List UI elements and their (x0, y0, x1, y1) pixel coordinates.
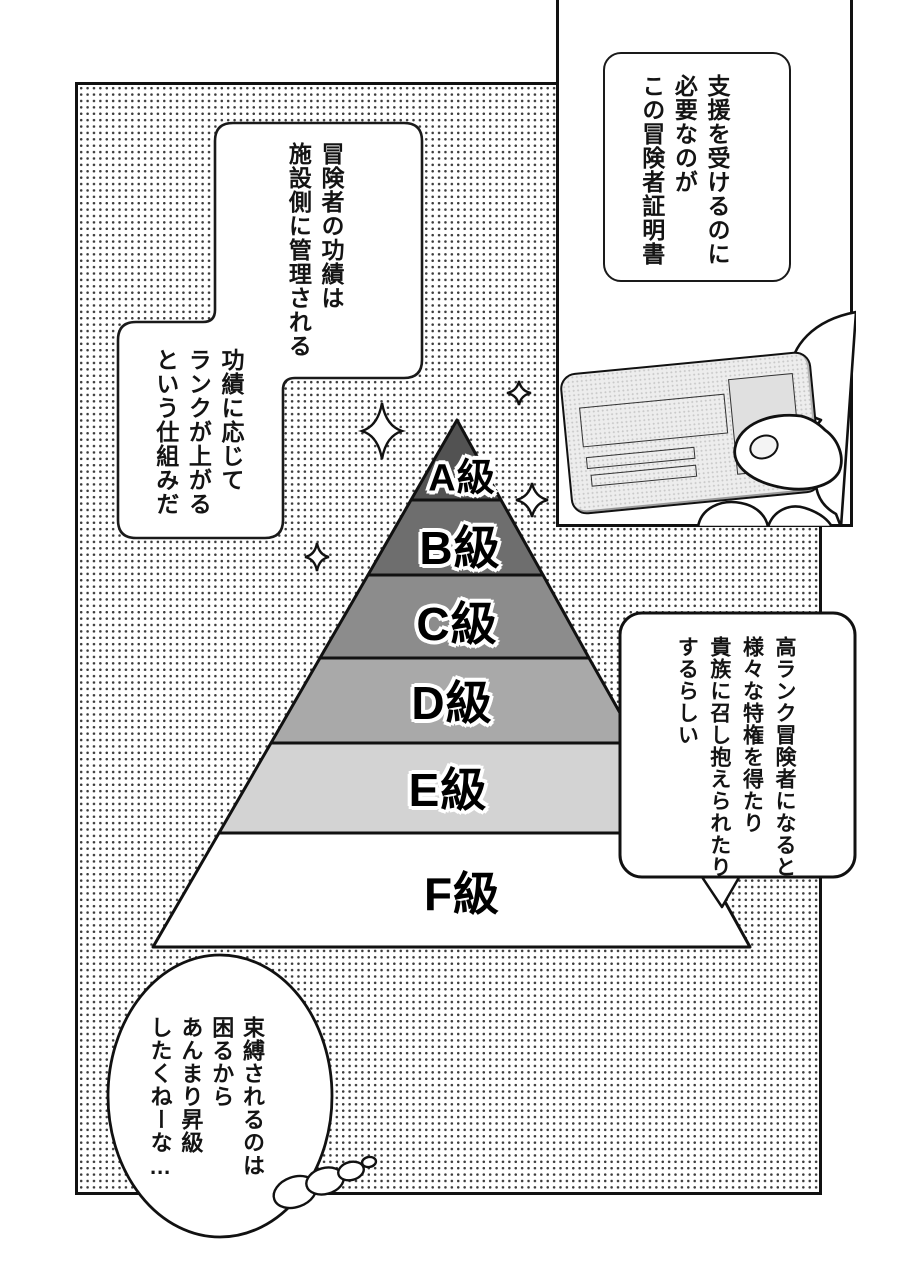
bubble-line: したくねーな… (147, 1016, 173, 1180)
sparkle-icon (515, 482, 549, 518)
speech-bubble-merits-text: 冒険者の功績は 施設側に管理される (231, 142, 347, 367)
sparkle-icon (357, 402, 407, 460)
bubble-line: という仕組みだ (152, 348, 179, 516)
hand-drawing-thumb (733, 413, 843, 491)
speech-bubble-tail (698, 872, 743, 909)
bubble-line: この冒険者証明書 (638, 74, 665, 266)
bubble-line: 冒険者の功績は (318, 142, 344, 310)
bubble-line: 功績に応じて (218, 348, 244, 492)
bubble-line: 必要なのが (671, 74, 698, 194)
bubble-line: ランクが上がる (185, 348, 212, 516)
thought-trail-bubble (337, 1160, 365, 1182)
certificate-panel: 支援を受けるのに 必要なのが この冒険者証明書 (556, 0, 856, 527)
bubble-line: 高ランク冒険者になると (773, 636, 796, 878)
bubble-line: 施設側に管理される (285, 142, 312, 358)
rank-label-e: E級 (408, 764, 488, 816)
thumbnail-nail (749, 434, 779, 460)
bubble-line: するらしい (675, 636, 699, 746)
rank-label-d: D級 (411, 677, 493, 729)
rank-label-f: F級 (423, 868, 501, 920)
rank-label-c: C級 (416, 598, 498, 650)
bubble-line: 困るから (209, 1016, 235, 1108)
bubble-line: 様々な特権を得たり (740, 636, 764, 834)
speech-bubble-certificate (603, 52, 791, 282)
sparkle-icon (304, 542, 330, 572)
sparkles-group (304, 380, 549, 572)
rank-label-a: A級 (428, 457, 496, 500)
bubble-line: 貴族に召し抱えられたり (707, 636, 731, 878)
bubble-line: 束縛されるのは (240, 1016, 265, 1177)
rank-label-b: B級 (419, 522, 501, 574)
thought-trail (272, 1155, 378, 1210)
thought-bubble (106, 953, 334, 1239)
speech-bubble-rankup-text: 功績に応じて ランクが上がる という仕組みだ (131, 348, 247, 528)
bubble-line: あんまり昇級 (178, 1016, 204, 1154)
speech-bubble-privileges (618, 611, 857, 879)
joined-speech-bubble-outline (116, 121, 424, 540)
thought-bubble-text: 束縛されるのは 困るから あんまり昇級 したくねーな… (147, 1016, 267, 1216)
speech-bubble-privileges-text: 高ランク冒険者になると 様々な特権を得たり 貴族に召し抱えられたり するらしい (675, 636, 800, 878)
thought-trail-bubble (360, 1155, 378, 1169)
speech-bubble-certificate-text: 支援を受けるのに 必要なのが この冒険者証明書 (617, 74, 733, 269)
sparkle-icon (506, 380, 532, 406)
bubble-line: 支援を受けるのに (704, 74, 730, 266)
pyramid-level-f (151, 831, 752, 949)
